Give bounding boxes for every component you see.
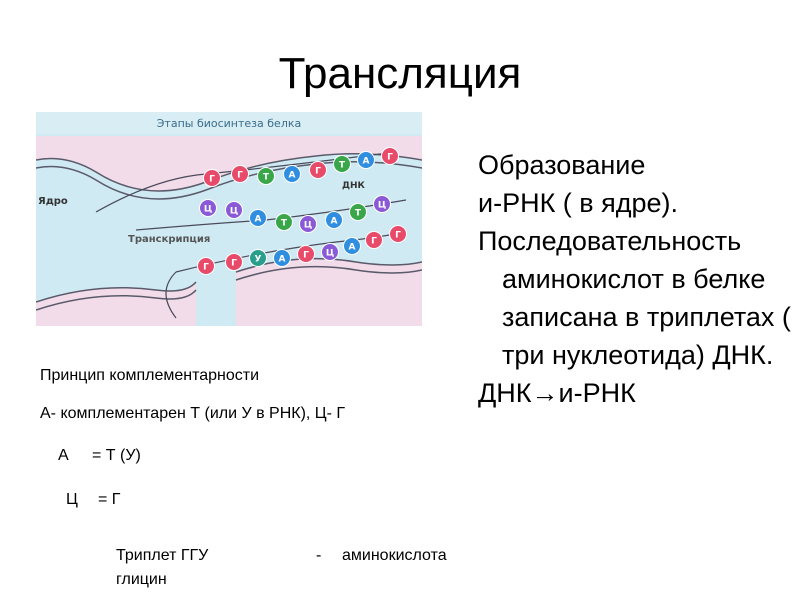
dna-top-base-5	[333, 155, 351, 173]
explanation-line-1: Образование	[478, 150, 646, 180]
pair-2-right: = Г	[98, 491, 121, 508]
cytoplasm-bottom-left	[36, 282, 196, 326]
rna-base-2	[249, 249, 267, 267]
dna-bottom-base-label-2: А	[255, 215, 262, 225]
dna-bottom-base-label-7: Ц	[378, 201, 386, 211]
slide-title: Трансляция	[278, 49, 522, 98]
dna-bottom-base-label-3: Т	[281, 219, 288, 229]
dna-bottom-base-3	[275, 213, 293, 231]
dna-top-base-label-7: Г	[387, 153, 393, 163]
triplet-dash: -	[316, 547, 322, 564]
triplet-name: глицин	[116, 571, 167, 588]
rna-base-6	[343, 237, 361, 255]
nuclear-membrane-bottom-left-inner	[36, 289, 197, 311]
dna-bottom-base-5	[325, 211, 343, 229]
nuclear-membrane-bottom-left	[36, 281, 197, 303]
dna-bottom-base-1	[225, 201, 243, 219]
pair-2-left: Ц	[66, 491, 78, 508]
dna-bottom-base-7	[373, 195, 391, 213]
explanation-text: Образование и-РНК ( в ядре). Последовате…	[478, 146, 796, 412]
cytoplasm-top	[36, 136, 422, 191]
pair-1-left: А	[58, 447, 69, 464]
nuclear-membrane-bottom-right	[235, 257, 422, 273]
dna-bottom-base-label-1: Ц	[230, 207, 238, 217]
rna-base-4	[297, 245, 315, 263]
dna-top-base-0	[203, 169, 221, 187]
rna-base-label-1: Г	[231, 259, 237, 269]
protein-biosynthesis-figure: Этапы биосинтеза белка Ядро ДНК Транскри…	[36, 112, 422, 326]
dna-top-base-1	[231, 165, 249, 183]
dna-top-base-label-1: Г	[237, 171, 243, 181]
cytoplasm-bottom-right	[236, 258, 422, 326]
figure-header: Этапы биосинтеза белка	[157, 117, 301, 130]
rna-base-7	[365, 231, 383, 249]
dna-top-base-label-2: Т	[263, 173, 270, 183]
dna-bottom-bases: Ц Ц А Т Ц А Т Ц	[199, 195, 391, 233]
rna-base-label-6: А	[349, 243, 356, 253]
rna-base-label-2: У	[255, 255, 262, 265]
triplet-amino-acid: аминокислота	[342, 547, 447, 564]
dna-top-base-label-5: Т	[339, 161, 346, 171]
rna-bases: Г Г У А Г Ц А Г Г	[197, 225, 407, 275]
dna-top-base-label-0: Г	[209, 175, 215, 185]
dna-bottom-base-0	[199, 199, 217, 217]
dna-bottom-base-4	[299, 215, 317, 233]
dna-top-base-7	[381, 147, 399, 165]
rna-base-label-0: Г	[203, 263, 209, 273]
rna-base-5	[321, 243, 339, 261]
dna-top-base-label-6: А	[363, 157, 370, 167]
rna-base-label-3: А	[279, 255, 286, 265]
principle-description: А- комплементарен Т (или У в РНК), Ц- Г	[40, 405, 346, 422]
dna-top-base-3	[283, 165, 301, 183]
dna-top-base-label-3: А	[289, 171, 296, 181]
triplet-label: Триплет ГГУ	[116, 547, 209, 564]
rna-strand	[175, 231, 407, 273]
rna-base-3	[273, 249, 291, 267]
label-dna: ДНК	[342, 181, 366, 191]
dna-bottom-base-label-0: Ц	[204, 205, 212, 215]
nuclear-membrane-bottom-right-inner	[235, 265, 422, 281]
dna-top-base-2	[257, 167, 275, 185]
explanation-line-4: ДНК→и-РНК	[478, 378, 636, 408]
dna-top-base-6	[357, 151, 375, 169]
pair-1-right: = Т (У)	[92, 447, 141, 464]
rna-base-label-7: Г	[371, 237, 377, 247]
label-nucleus: Ядро	[38, 196, 68, 207]
rna-base-8	[389, 225, 407, 243]
rna-base-label-4: Г	[303, 251, 309, 261]
explanation-line-3: Последовательность аминокислот в белке з…	[478, 226, 791, 370]
dna-bottom-base-2	[249, 209, 267, 227]
dna-bottom-base-label-5: А	[331, 217, 338, 227]
rna-base-label-5: Ц	[326, 249, 334, 259]
rna-tail	[165, 271, 177, 319]
principle-title: Принцип комплементарности	[40, 367, 260, 384]
dna-bottom-base-6	[349, 203, 367, 221]
label-transcription: Транскрипция	[128, 234, 210, 245]
dna-top-base-4	[309, 161, 327, 179]
rna-base-1	[225, 253, 243, 271]
rna-base-0	[197, 257, 215, 275]
dna-top-base-label-4: Г	[315, 167, 321, 177]
dna-bottom-base-label-6: Т	[355, 209, 362, 219]
explanation-line-2: и-РНК ( в ядре).	[478, 188, 679, 218]
figure-header-bar	[36, 112, 422, 134]
dna-top-bases: Г Г Т А Г Т А Г	[203, 147, 399, 187]
dna-bottom-base-label-4: Ц	[304, 221, 312, 231]
rna-base-label-8: Г	[395, 231, 401, 241]
